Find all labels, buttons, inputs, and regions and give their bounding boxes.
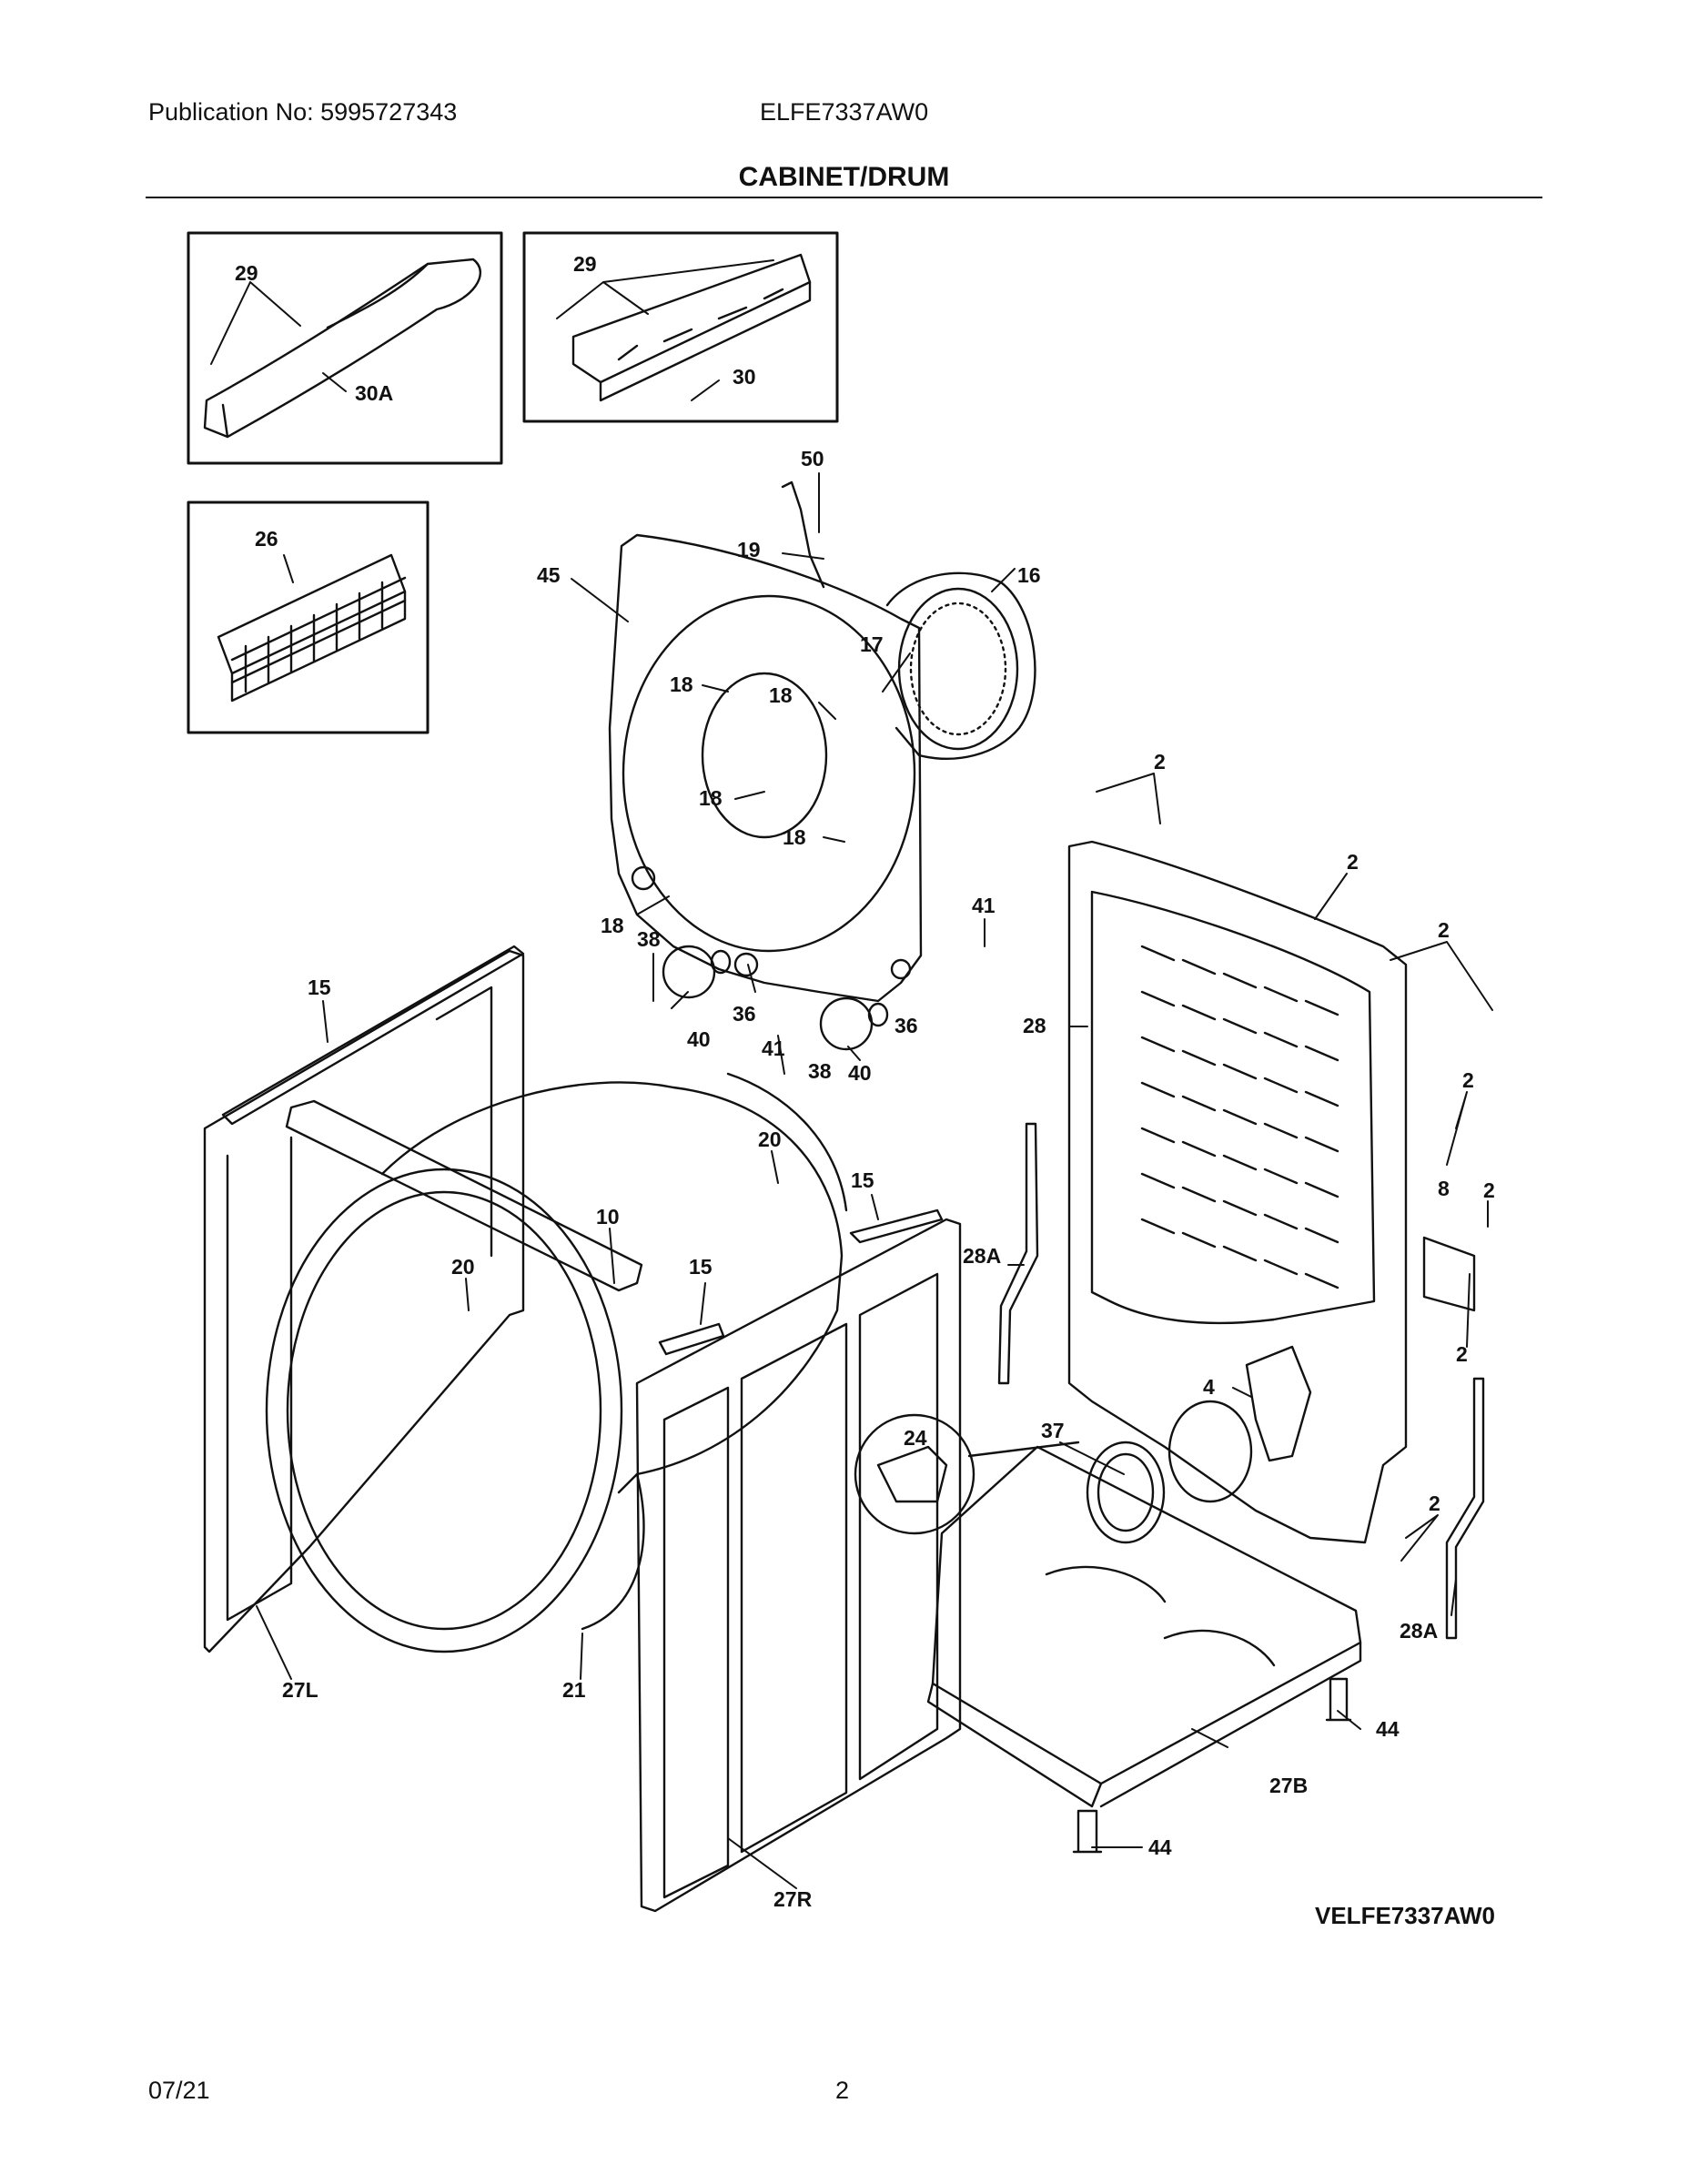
callout-29-inset-a: 29 [235,261,258,285]
part-28a-strap-right [1445,1377,1485,1640]
callout-50: 50 [801,447,824,470]
callout-27b: 27B [1269,1774,1308,1797]
inset-box-filter [187,500,430,734]
callout-40-left: 40 [687,1027,711,1051]
part-26-filter [217,553,407,703]
callout-18-b: 18 [769,683,793,707]
callout-21: 21 [562,1678,586,1702]
callout-18-a: 18 [670,672,693,696]
callout-36-right: 36 [895,1014,918,1037]
callout-45: 45 [537,563,561,587]
callout-15-mid: 15 [689,1255,713,1279]
callout-2-g: 2 [1429,1491,1440,1515]
part-15-strip-top [221,945,525,1126]
header-divider [146,197,1542,198]
callout-2-c: 2 [1438,918,1450,942]
part-24-detail [854,1413,1080,1535]
callout-38-left: 38 [637,927,661,951]
callout-44-left: 44 [1148,1835,1172,1859]
callout-17: 17 [860,632,884,656]
part-40-roller-right [819,996,874,1051]
part-36-washer-left [710,949,732,975]
callout-15-right: 15 [851,1168,874,1192]
callout-36-left: 36 [733,1002,756,1026]
part-27l-left-panel [203,949,525,1653]
part-10-support [285,1099,643,1292]
leader-lines [210,259,1493,1889]
callout-30a: 30A [355,381,393,405]
callout-26: 26 [255,527,278,551]
callout-18-e: 18 [601,914,624,937]
part-20-drum [265,1072,848,1653]
callout-20-front: 20 [451,1255,475,1279]
page-number: 2 [835,2077,850,2104]
callout-30: 30 [733,365,756,389]
callout-2-a: 2 [1154,750,1166,774]
part-44-leg-right [1325,1677,1352,1722]
part-30-baffle [571,253,812,402]
callout-20-top: 20 [758,1127,782,1151]
part-27b-base [926,1445,1362,1808]
part-8-bracket [1422,1236,1476,1312]
part-37-seal [1086,1441,1166,1544]
callout-28a-right: 28A [1400,1619,1438,1643]
callout-27l: 27L [282,1678,318,1702]
callout-10: 10 [596,1205,620,1228]
callout-2-b: 2 [1347,850,1359,874]
callout-24: 24 [904,1426,927,1450]
publication-number: Publication No: 5995727343 [148,98,458,126]
callout-4: 4 [1203,1375,1215,1399]
callout-27r: 27R [773,1887,813,1911]
footer-date: 07/21 [148,2077,210,2104]
part-28a-strap-left [997,1122,1039,1385]
callout-40-right: 40 [848,1061,872,1085]
callout-15-left: 15 [308,976,331,999]
model-number: ELFE7337AW0 [760,98,929,126]
callout-18-d: 18 [783,825,806,849]
callout-19: 19 [737,538,761,561]
callout-37: 37 [1041,1419,1065,1442]
callout-41-right: 41 [972,894,996,917]
part-44-leg-left [1072,1809,1103,1854]
part-15-strip-low [658,1322,725,1356]
part-4-duct [1245,1345,1312,1462]
callout-28a-left: 28A [963,1244,1001,1268]
part-19-sensor [781,480,825,589]
part-36-washer-right [867,1002,889,1027]
callout-2-e: 2 [1483,1178,1495,1202]
part-40-roller-left [662,945,716,999]
part-27r-right-panel [635,1218,962,1913]
part-28-rear-panel [1067,840,1408,1544]
callout-41-left: 41 [762,1036,785,1060]
callout-16: 16 [1017,563,1041,587]
part-15-strip-mid [849,1208,944,1244]
callout-44-right: 44 [1376,1717,1400,1741]
callout-8: 8 [1438,1177,1450,1200]
part-45-rear-bulkhead [608,533,923,1003]
callout-2-f: 2 [1456,1342,1468,1366]
callout-29-inset-b: 29 [573,252,597,276]
page-title: CABINET/DRUM [738,162,950,192]
callout-38-right: 38 [808,1059,832,1083]
diagram-code: VELFE7337AW0 [1315,1902,1495,1929]
inset-box-baffle [522,231,839,423]
callout-2-d: 2 [1462,1068,1474,1092]
callout-18-c: 18 [699,786,723,810]
callout-28: 28 [1023,1014,1046,1037]
part-30a-baffle [203,258,482,439]
inset-box-baffle-a [187,231,503,465]
